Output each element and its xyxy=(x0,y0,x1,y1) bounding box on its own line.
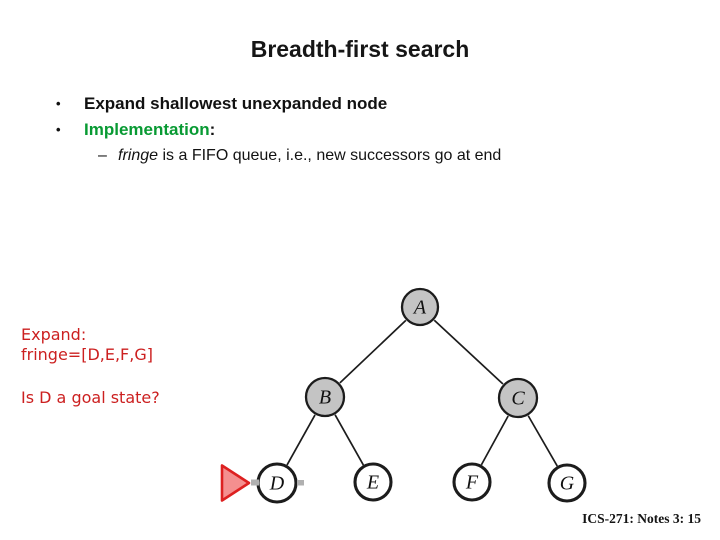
bullet-implementation: • Implementation: xyxy=(56,121,215,138)
bullet-icon: • xyxy=(56,96,61,111)
sub-bullet-fringe: –fringe is a FIFO queue, i.e., new succe… xyxy=(98,147,501,165)
bullet-icon: • xyxy=(56,122,61,137)
tree-edge-B-E xyxy=(334,414,365,466)
tree-node-label-E: E xyxy=(366,472,379,494)
goal-state-question: Is D a goal state? xyxy=(21,388,160,407)
tree-node-A xyxy=(400,287,440,327)
bullet-expand-node-label: Expand shallowest unexpanded node xyxy=(84,94,388,113)
tree-edge-C-G xyxy=(527,415,558,467)
tree-node-label-D: D xyxy=(269,473,285,495)
tree-node-label-C: C xyxy=(511,388,525,410)
implementation-word: Implementation xyxy=(84,120,210,139)
tree-node-label-A: A xyxy=(412,297,427,319)
current-node-arrow xyxy=(220,464,251,502)
connector-stub-right-of-D xyxy=(297,480,304,486)
tree-node-E xyxy=(353,462,393,502)
expand-label: Expand: xyxy=(21,325,87,344)
tree-edge-A-C xyxy=(433,319,504,385)
tree-node-label-F: F xyxy=(465,472,479,494)
fringe-word: fringe xyxy=(118,147,159,164)
bullet-expand-node: • Expand shallowest unexpanded node xyxy=(56,95,387,112)
tree-node-B xyxy=(304,376,346,418)
fringe-rest: is a FIFO queue, i.e., new successors go… xyxy=(158,147,502,164)
tree-node-F xyxy=(452,462,492,502)
connector-stub-left-of-D xyxy=(251,479,259,486)
tree-node-label-B: B xyxy=(319,387,331,409)
footer-slide-reference: ICS-271: Notes 3: 15 xyxy=(582,511,701,526)
tree-node-G xyxy=(547,463,587,503)
tree-edge-A-B xyxy=(339,319,407,384)
tree-edge-C-F xyxy=(480,415,509,466)
dash-icon: – xyxy=(98,147,107,164)
expand-annotation: Expand: fringe=[D,E,F,G] xyxy=(21,325,153,365)
tree-node-label-G: G xyxy=(560,473,575,495)
bullet-implementation-label: Implementation: xyxy=(84,121,215,138)
fringe-queue-value: fringe=[D,E,F,G] xyxy=(21,345,153,364)
page-title: Breadth-first search xyxy=(250,36,470,62)
tree-node-C xyxy=(497,377,539,419)
implementation-colon: : xyxy=(209,120,216,139)
tree-edge-B-D xyxy=(286,414,316,466)
